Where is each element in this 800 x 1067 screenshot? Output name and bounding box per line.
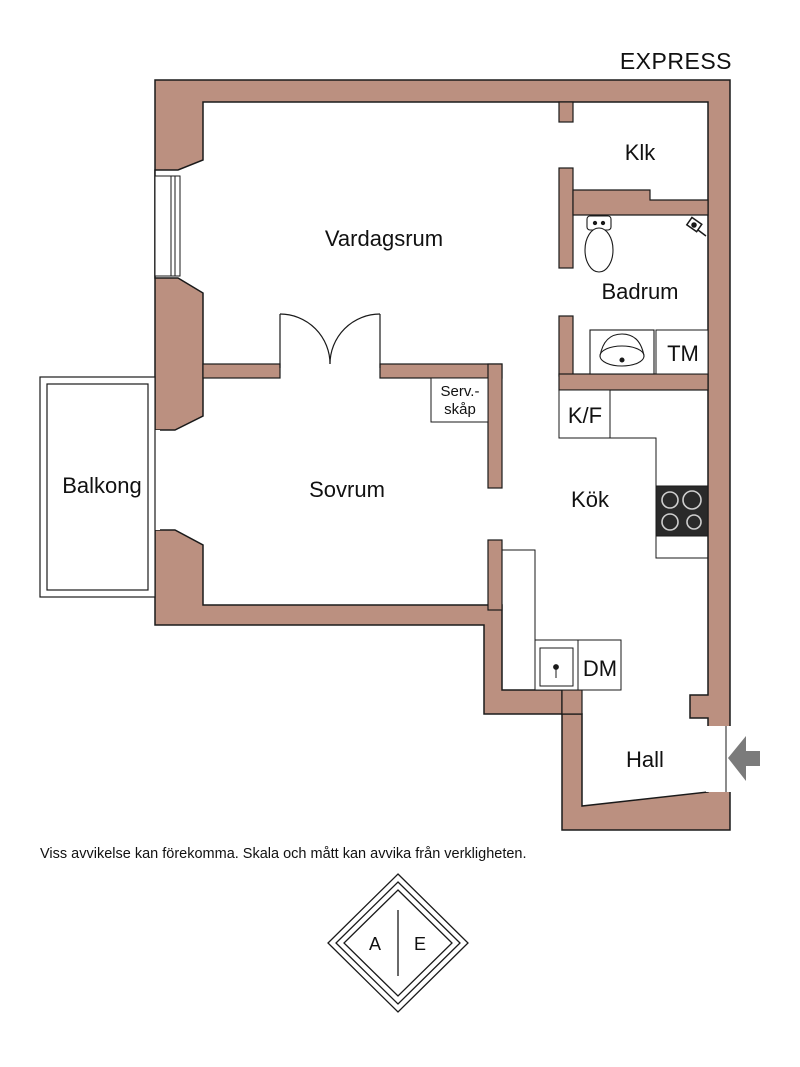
stove-icon bbox=[655, 485, 709, 537]
label-sovrum: Sovrum bbox=[309, 477, 385, 502]
label-balkong: Balkong bbox=[62, 473, 142, 498]
toilet-icon bbox=[584, 215, 614, 273]
plan-title: EXPRESS bbox=[619, 48, 732, 74]
washbasin-icon bbox=[589, 329, 655, 375]
balcony bbox=[39, 376, 156, 598]
disclaimer-text: Viss avvikelse kan förekomma. Skala och … bbox=[40, 846, 527, 862]
interior-walls bbox=[202, 101, 709, 715]
label-kf: K/F bbox=[568, 403, 602, 428]
sink-icon bbox=[534, 639, 579, 691]
label-serv-line1: Serv.- bbox=[441, 383, 480, 400]
window-left bbox=[154, 175, 181, 277]
label-hall: Hall bbox=[626, 747, 664, 772]
label-kok: Kök bbox=[571, 487, 610, 512]
dishwasher-box bbox=[577, 639, 622, 691]
label-klk: Klk bbox=[625, 140, 657, 165]
double-door bbox=[279, 313, 381, 368]
label-badrum: Badrum bbox=[601, 279, 678, 304]
shower-icon bbox=[685, 216, 707, 237]
compass-left-letter: A bbox=[369, 934, 381, 954]
washing-machine-box bbox=[655, 329, 709, 375]
compass-right-letter: E bbox=[414, 934, 426, 954]
interior-floor bbox=[154, 101, 709, 807]
label-dm: DM bbox=[583, 656, 617, 681]
service-cabinet bbox=[430, 377, 489, 423]
compass-logo bbox=[327, 873, 469, 1013]
label-vardagsrum: Vardagsrum bbox=[325, 226, 443, 251]
entrance-arrow-icon bbox=[728, 736, 760, 781]
label-tm: TM bbox=[667, 341, 699, 366]
label-serv-line2: skåp bbox=[444, 401, 476, 418]
kitchen-counter bbox=[502, 389, 708, 641]
